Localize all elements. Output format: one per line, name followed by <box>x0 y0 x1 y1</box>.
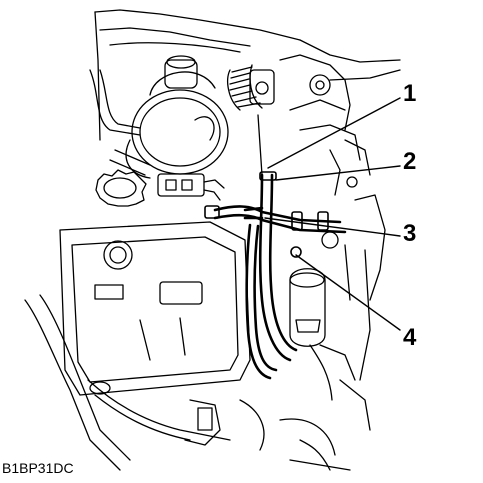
callout-label-3: 3 <box>403 220 417 247</box>
figure-code: B1BP31DC <box>2 460 74 476</box>
oil-filler-cap <box>95 169 147 207</box>
callout-label-2: 2 <box>403 148 417 175</box>
corrugated-hose <box>227 64 275 176</box>
callout-label-1: 1 <box>403 80 417 107</box>
callout-leader-lines <box>264 97 401 331</box>
vacuum-hose-bundle <box>213 173 347 380</box>
electrical-connector <box>157 173 225 201</box>
callout-label-4: 4 <box>403 324 417 351</box>
leader-line-1 <box>267 97 401 169</box>
left-hoses <box>89 69 151 176</box>
leader-line-4 <box>295 254 401 331</box>
filter-canister <box>289 268 356 401</box>
lower-engine-parts <box>184 379 371 471</box>
right-engine-components <box>279 54 371 196</box>
engine-cover <box>59 221 251 396</box>
leader-line-2 <box>275 165 401 181</box>
hose-clamps <box>204 171 329 258</box>
right-side-body <box>321 194 386 381</box>
air-duct <box>24 294 231 471</box>
hood-edge-lines <box>94 9 401 141</box>
brake-booster <box>125 55 229 179</box>
leader-line-3 <box>264 217 401 237</box>
